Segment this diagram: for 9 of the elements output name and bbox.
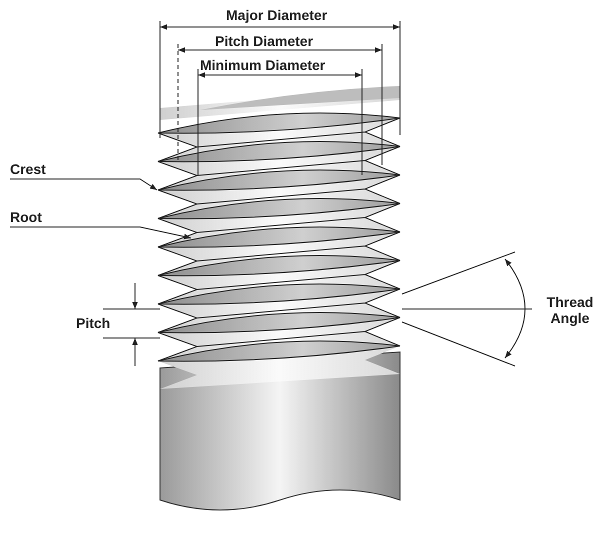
dimension-label: Minimum Diameter <box>200 57 326 73</box>
part-label: Root <box>10 209 42 225</box>
part-label: Crest <box>10 161 46 177</box>
leader-line <box>10 226 192 240</box>
dimension-label: Pitch Diameter <box>215 33 314 49</box>
dimension-label: Major Diameter <box>226 7 328 23</box>
dimension-label: Pitch <box>76 315 110 331</box>
dimension-label: Thread Angle <box>546 294 594 326</box>
leader-line <box>10 178 158 190</box>
